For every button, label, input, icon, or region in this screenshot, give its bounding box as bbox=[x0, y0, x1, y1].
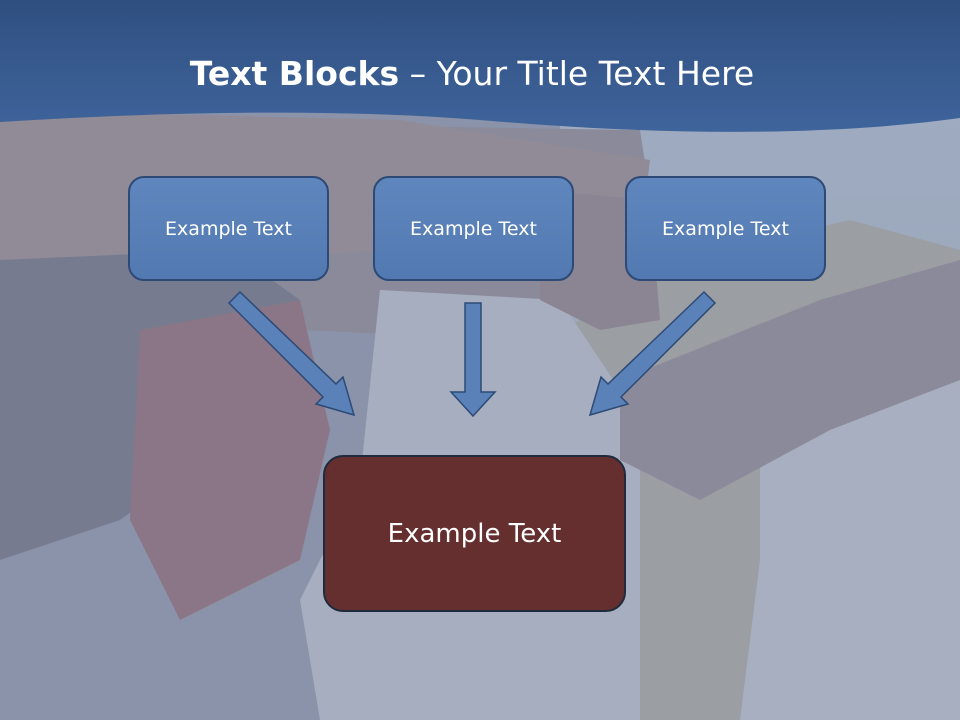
title-dash: – bbox=[399, 54, 437, 93]
text-block-1-label: Example Text bbox=[165, 217, 292, 240]
text-block-2-label: Example Text bbox=[410, 217, 537, 240]
title-bold-part: Text Blocks bbox=[189, 54, 400, 93]
title-regular-part: Your Title Text Here bbox=[436, 54, 755, 93]
text-block-3[interactable]: Example Text bbox=[625, 176, 826, 281]
text-block-3-label: Example Text bbox=[662, 217, 789, 240]
target-text-block-label: Example Text bbox=[387, 518, 562, 549]
target-text-block[interactable]: Example Text bbox=[323, 455, 626, 612]
text-block-2[interactable]: Example Text bbox=[373, 176, 574, 281]
arrow-down-icon bbox=[449, 302, 497, 418]
arrow-left-icon bbox=[227, 290, 356, 417]
arrow-right-icon bbox=[588, 290, 717, 417]
slide-title: Text Blocks – Your Title Text Here bbox=[0, 52, 944, 96]
text-block-1[interactable]: Example Text bbox=[128, 176, 329, 281]
